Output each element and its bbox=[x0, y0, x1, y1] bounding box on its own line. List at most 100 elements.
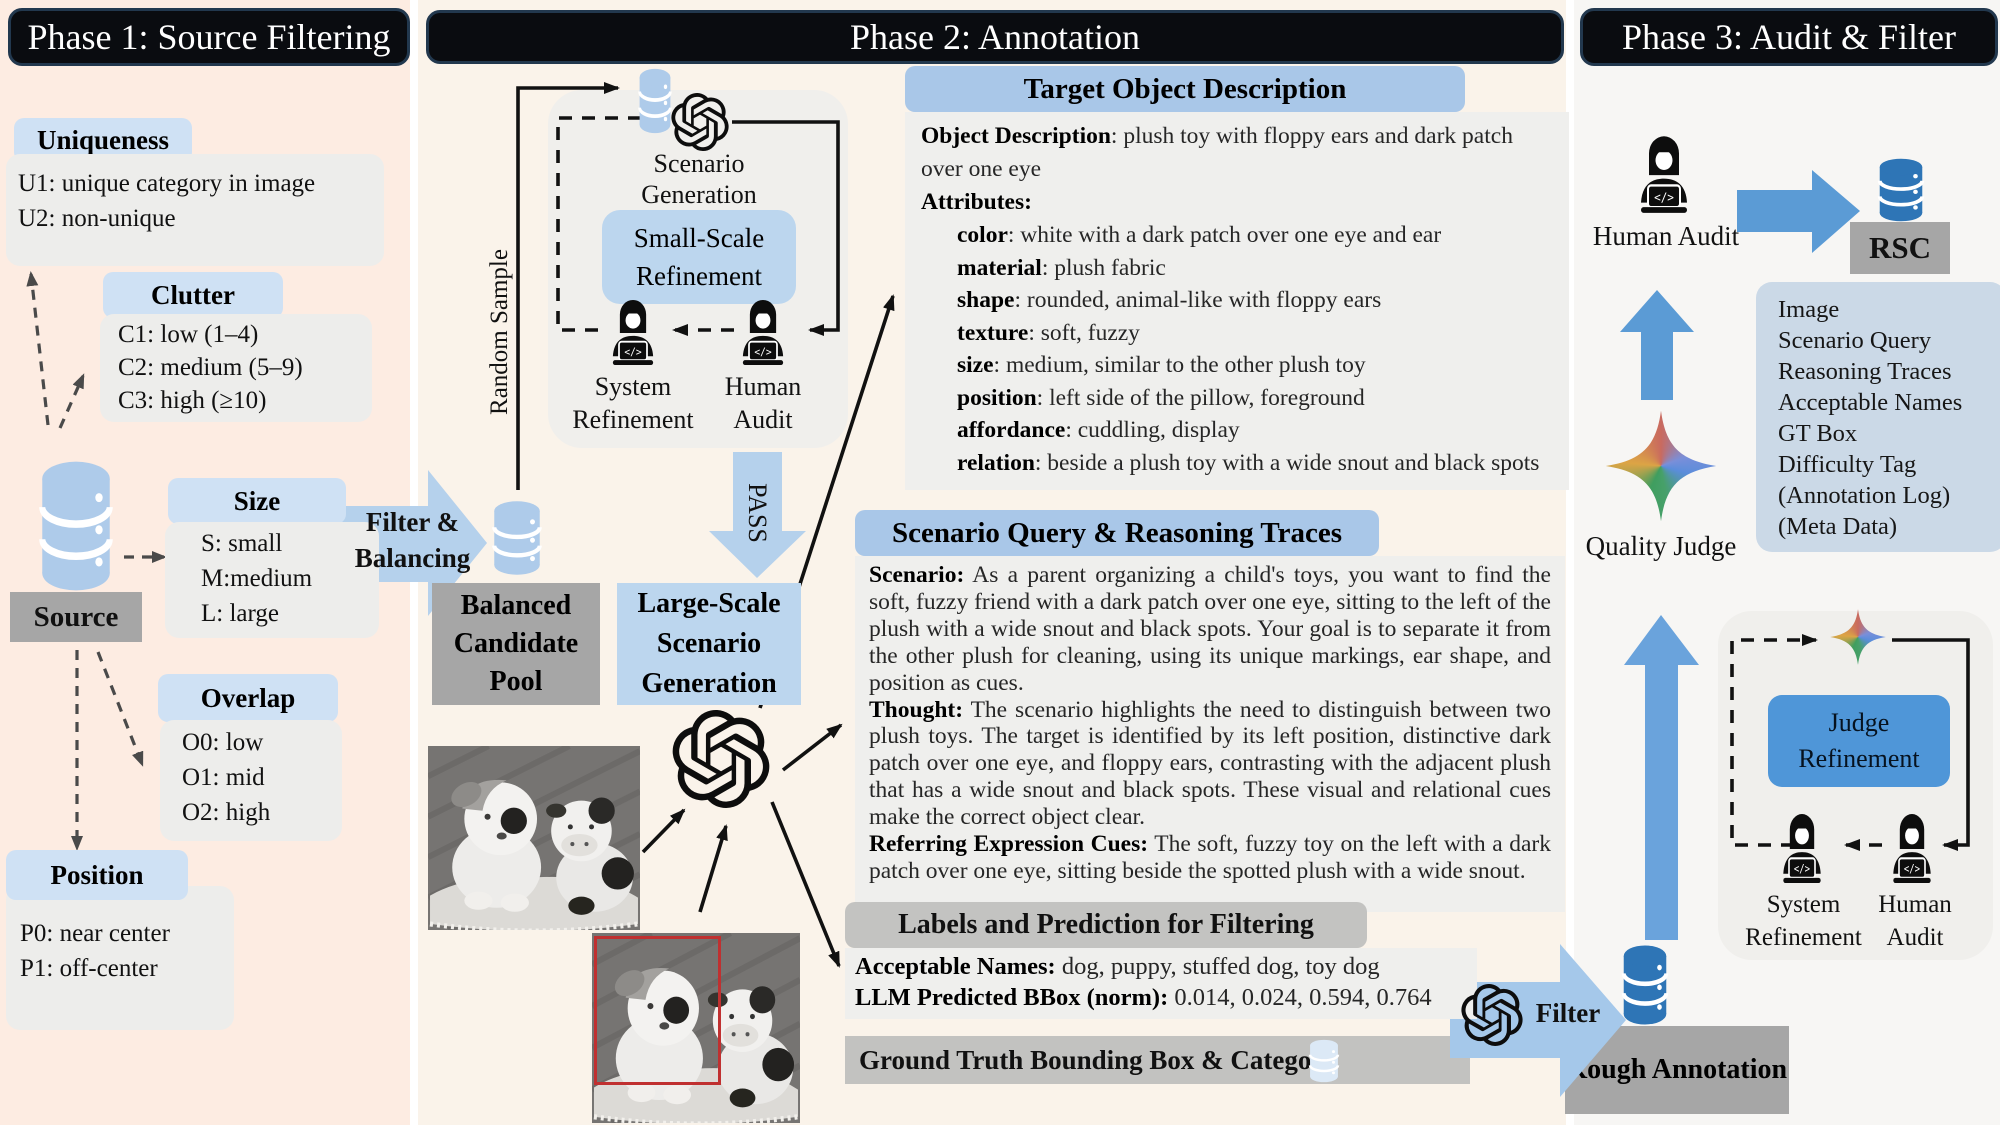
referring-cues-para: Referring Expression Cues: The soft, fuz… bbox=[869, 831, 1551, 885]
overlap-line: O1: mid bbox=[182, 764, 265, 791]
referring-cues-text: The soft, fuzzy toy on the left with a d… bbox=[869, 831, 1551, 884]
scenario-db-icon bbox=[637, 66, 673, 136]
phase3-loop-connectors bbox=[1730, 634, 1970, 851]
referring-cues-key: Referring Expression Cues: bbox=[869, 831, 1149, 858]
uniqueness-line: U2: non-unique bbox=[18, 205, 176, 232]
balanced-pool-db-icon bbox=[486, 498, 548, 578]
large-scale-box: Large-Scale Scenario Generation bbox=[617, 583, 801, 705]
phase1-header: Phase 1: Source Filtering bbox=[8, 8, 410, 66]
human-audit-text: Human Audit bbox=[724, 372, 802, 434]
attr-row: shape: rounded, animal-like with floppy … bbox=[957, 284, 1553, 317]
openai-large-icon bbox=[672, 710, 770, 808]
phase2-loop-connectors bbox=[516, 82, 840, 490]
openai-icon bbox=[671, 93, 729, 151]
filter-arrow bbox=[1450, 944, 1626, 1097]
size-box: S: small M:medium L: large bbox=[165, 522, 379, 638]
human-audit-person-icon bbox=[741, 298, 785, 366]
clutter-chip: Clutter bbox=[103, 272, 283, 318]
rsc-db-icon bbox=[1877, 156, 1925, 224]
judge-refinement-box: Judge Refinement bbox=[1768, 695, 1950, 787]
target-description-title: Target Object Description bbox=[1023, 72, 1347, 105]
pass-arrow bbox=[709, 452, 806, 578]
clutter-line: C2: medium (5–9) bbox=[118, 354, 303, 381]
phase3-system-refinement-text: System Refinement bbox=[1745, 891, 1862, 951]
attr-key: material bbox=[957, 254, 1042, 281]
scenario-para: Scenario: As a parent organizing a child… bbox=[869, 562, 1551, 697]
scenario-query-title: Scenario Query & Reasoning Traces bbox=[892, 516, 1342, 549]
overlap-line: O2: high bbox=[182, 799, 271, 826]
attr-key: color bbox=[957, 222, 1008, 248]
attr-row: color: white with a dark patch over one … bbox=[957, 219, 1553, 252]
audit-to-rsc-arrow bbox=[1737, 170, 1860, 253]
target-desc-val: : plush toy with floppy ears and dark pa… bbox=[921, 123, 1513, 182]
clutter-box: C1: low (1–4) C2: medium (5–9) C3: high … bbox=[100, 314, 372, 422]
gt-db-icon bbox=[1308, 1038, 1340, 1084]
acceptable-names-val: dog, puppy, stuffed dog, toy dog bbox=[1055, 953, 1380, 980]
size-chip: Size bbox=[168, 478, 346, 524]
overlap-line: O0: low bbox=[182, 729, 264, 756]
output-item: Difficulty Tag bbox=[1778, 451, 1917, 478]
thought-text: The scenario highlights the need to dist… bbox=[869, 696, 1551, 831]
size-line: L: large bbox=[201, 600, 279, 627]
phase3-human-audit-icon bbox=[1639, 135, 1689, 214]
attr-key: shape bbox=[957, 287, 1015, 313]
filter-balancing-label: Filter & Balancing bbox=[330, 504, 495, 576]
size-line: S: small bbox=[201, 530, 283, 557]
target-attrs-key: Attributes: bbox=[921, 189, 1032, 215]
rsc-box: RSC bbox=[1850, 222, 1950, 274]
rough-annotation-db-icon bbox=[1616, 942, 1674, 1028]
llm-bbox-val: 0.014, 0.024, 0.594, 0.764 bbox=[1168, 984, 1432, 1011]
filter-text: Filter bbox=[1535, 998, 1601, 1028]
acceptable-names-line: Acceptable Names: dog, puppy, stuffed do… bbox=[855, 951, 1477, 982]
quality-judge-text: Quality Judge bbox=[1585, 531, 1737, 561]
balanced-pool-box: Balanced Candidate Pool bbox=[432, 583, 600, 705]
phase3-system-person-icon bbox=[1782, 813, 1822, 884]
rsc-output-box: Image Scenario Query Reasoning Traces Ac… bbox=[1756, 282, 2000, 552]
llm-bbox-key: LLM Predicted BBox (norm): bbox=[855, 984, 1169, 1011]
bbox-overlay bbox=[594, 936, 721, 1085]
attr-val: : beside a plush toy with a wide snout a… bbox=[1034, 449, 1540, 476]
human-audit-label: Human Audit bbox=[700, 370, 826, 436]
scenario-generation-label: Scenario Generation bbox=[608, 148, 790, 210]
large-scale-text: Large-Scale Scenario Generation bbox=[637, 588, 781, 699]
phase2-title: Phase 2: Annotation bbox=[850, 17, 1140, 57]
thought-key: Thought: bbox=[869, 696, 964, 723]
position-box: P0: near center P1: off-center bbox=[6, 886, 234, 1030]
gt-bar-label: Ground Truth Bounding Box & Category bbox=[859, 1044, 1337, 1075]
output-item: (Meta Data) bbox=[1778, 513, 1898, 540]
phase1-title: Phase 1: Source Filtering bbox=[27, 17, 391, 57]
clutter-line: C1: low (1–4) bbox=[118, 321, 259, 348]
system-refinement-person-icon bbox=[611, 298, 655, 366]
rough-annotation-label: Rough Annotation bbox=[1566, 1054, 1788, 1085]
phase2-header: Phase 2: Annotation bbox=[426, 10, 1564, 64]
judge-to-audit-arrow bbox=[1620, 290, 1694, 400]
labels-prediction-header: Labels and Prediction for Filtering bbox=[845, 902, 1367, 948]
labels-prediction-panel: Acceptable Names: dog, puppy, stuffed do… bbox=[845, 948, 1477, 1019]
phase3-header: Phase 3: Audit & Filter bbox=[1580, 8, 1998, 66]
target-attrs-label: Attributes: bbox=[921, 186, 1553, 219]
gt-bar: Ground Truth Bounding Box & Category bbox=[845, 1036, 1470, 1084]
output-item: Reasoning Traces bbox=[1778, 358, 1952, 385]
output-item: Acceptable Names bbox=[1778, 389, 1963, 416]
attr-row: size: medium, similar to the other plush… bbox=[957, 349, 1553, 382]
size-label: Size bbox=[233, 485, 281, 516]
filter-balancing-line1: Filter & bbox=[365, 507, 460, 537]
source-db-icon bbox=[30, 456, 122, 596]
uniqueness-line: U1: unique category in image bbox=[18, 170, 316, 197]
overlap-box: O0: low O1: mid O2: high bbox=[160, 720, 342, 841]
attr-key: affordance bbox=[957, 417, 1066, 443]
rough-to-judge-arrow bbox=[1624, 615, 1699, 940]
attr-row: texture: soft, fuzzy bbox=[957, 317, 1553, 350]
position-line: P0: near center bbox=[20, 920, 170, 947]
output-item: (Annotation Log) bbox=[1778, 482, 1951, 509]
attr-val: : cuddling, display bbox=[1065, 417, 1240, 443]
scenario-text: As a parent organizing a child's toys, y… bbox=[869, 562, 1551, 696]
thought-para: Thought: The scenario highlights the nee… bbox=[869, 697, 1551, 832]
filter-label: Filter bbox=[1526, 998, 1610, 1029]
scenario-generation-text: Scenario Generation bbox=[641, 149, 757, 209]
output-item: Scenario Query bbox=[1778, 327, 1932, 354]
target-desc-line: Object Description: plush toy with flopp… bbox=[921, 120, 1553, 186]
position-label: Position bbox=[50, 859, 144, 890]
attr-val: : plush fabric bbox=[1041, 254, 1166, 281]
